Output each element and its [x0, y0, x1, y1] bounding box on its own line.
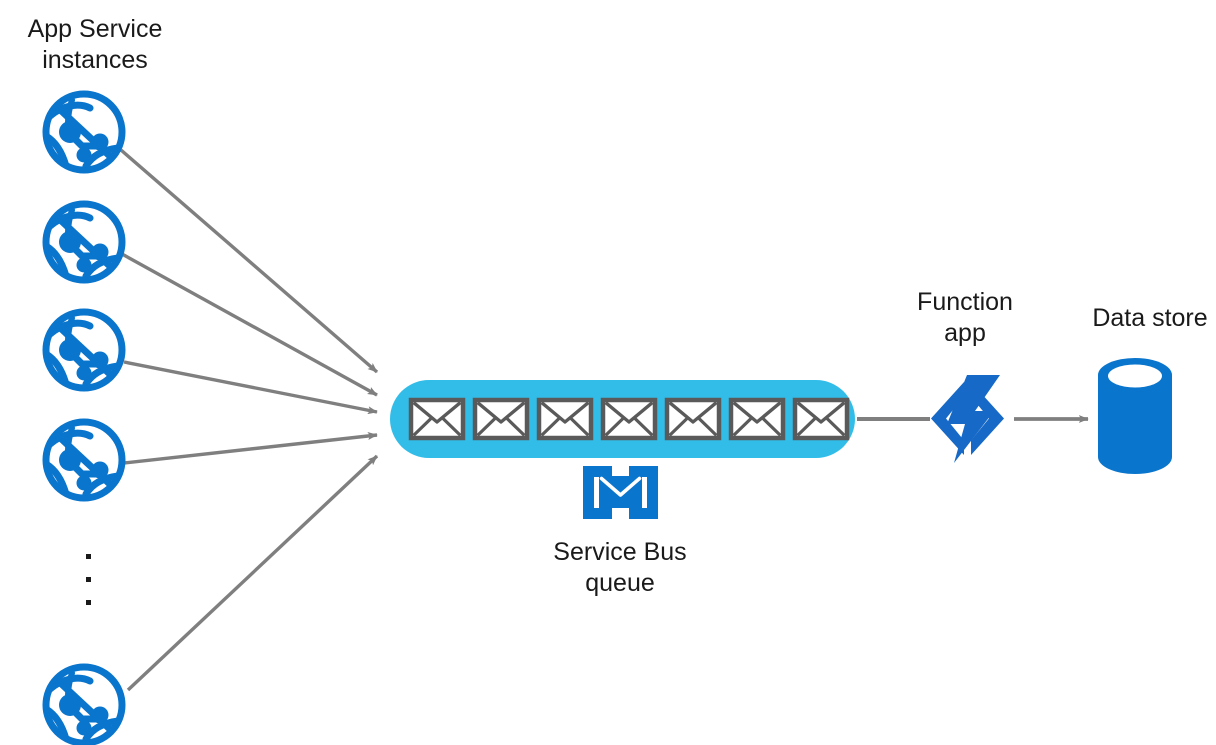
queue-message-4 [603, 400, 655, 438]
service-bus-queue-label: Service Bus queue [553, 538, 687, 597]
connector-producer-3 [123, 360, 378, 415]
queue-messages [411, 400, 847, 438]
ellipsis-dot-1 [86, 554, 91, 559]
connector-producer-2 [121, 252, 378, 397]
data-store-label: Data store [1092, 304, 1208, 332]
app-service-instance-2 [46, 204, 122, 280]
queue-message-6 [731, 400, 783, 438]
app-service-instances-label: App Service instances [27, 15, 163, 74]
queue-message-5 [667, 400, 719, 438]
function-app-icon [931, 375, 1004, 463]
service-bus-icon [583, 466, 658, 519]
app-service-instance-5 [46, 667, 122, 743]
queue-message-7 [795, 400, 847, 438]
queue-message-1 [411, 400, 463, 438]
connector-producer-1 [119, 148, 379, 374]
data-store-icon [1098, 358, 1172, 474]
app-service-instances [46, 94, 122, 743]
ellipsis-dot-3 [86, 600, 91, 605]
app-service-instance-4 [46, 422, 122, 498]
function-app-label: Function app [917, 288, 1013, 347]
ellipsis-dots [86, 554, 91, 605]
app-service-instance-3 [46, 312, 122, 388]
queue-message-3 [539, 400, 591, 438]
producer-connectors [119, 148, 379, 692]
connector-producer-5 [126, 454, 379, 692]
queue-message-2 [475, 400, 527, 438]
connector-producer-4 [123, 432, 378, 465]
app-service-instance-1 [46, 94, 122, 170]
ellipsis-dot-2 [86, 577, 91, 582]
